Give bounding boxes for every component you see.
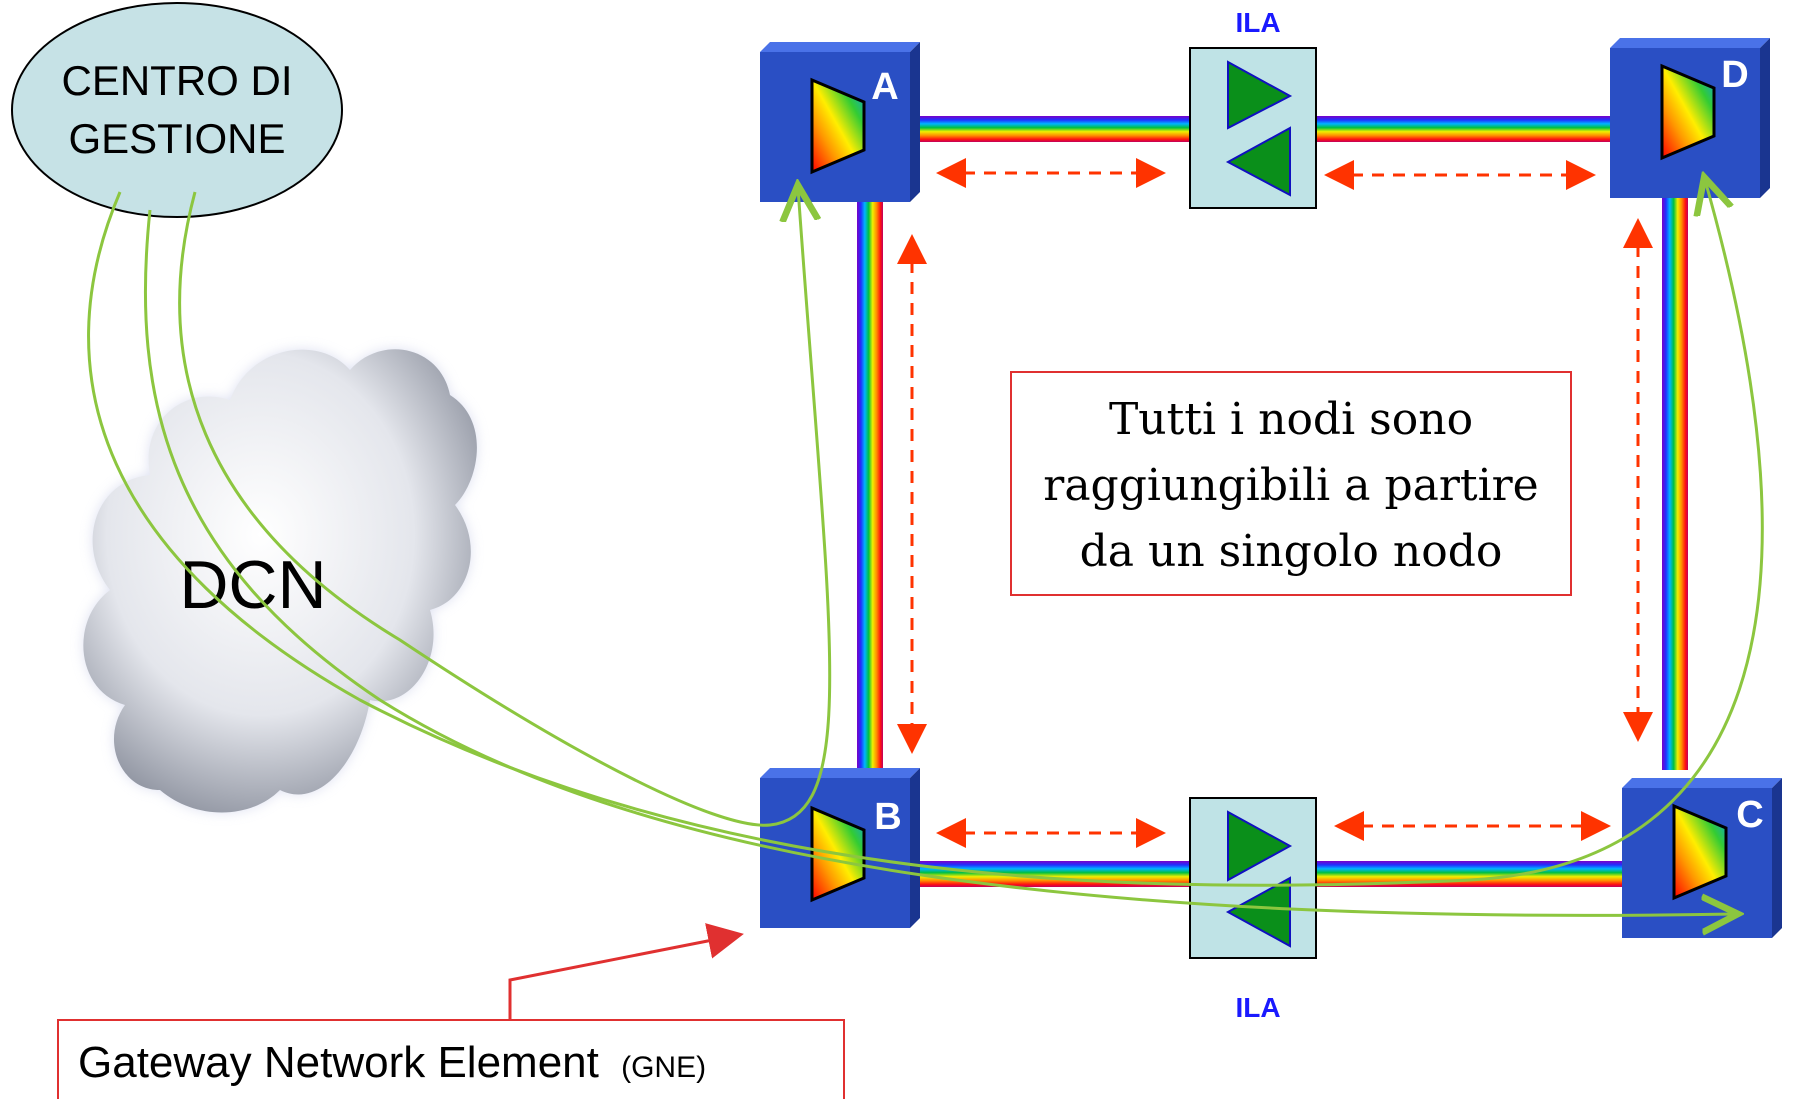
path-to-node-c [143,209,1735,915]
info-box: Tutti i nodi sono raggiungibili a partir… [1010,371,1572,596]
gne-pointer-line [508,923,744,1020]
node-a-label: A [871,66,898,108]
info-box-line3: da un singolo nodo [1080,526,1503,577]
ila-bottom-label: ILA [1235,992,1280,1023]
node-d-label: D [1721,54,1748,96]
node-b-label: B [874,796,901,838]
gne-main-text: Gateway Network Element [78,1038,599,1087]
node-d[interactable]: D [1610,38,1770,198]
gne-abbrev-text: (GNE) [621,1051,706,1084]
ila-top[interactable]: ILA [1189,7,1317,209]
ila-top-label: ILA [1235,7,1280,38]
management-paths [87,180,1764,915]
path-to-node-a [178,188,832,827]
management-center-line1: CENTRO DI [62,57,293,104]
supervisory-links [897,158,1653,848]
gne-callout: Gateway Network Element (GNE) [57,923,845,1099]
ila-bottom[interactable]: ILA [1189,797,1317,1023]
management-center-line2: GESTIONE [68,115,285,162]
node-c-label: C [1736,794,1763,836]
info-box-line2: raggiungibili a partire [1043,460,1538,511]
node-b[interactable]: B [760,768,920,928]
gne-box-text: Gateway Network Element (GNE) [78,1038,706,1087]
node-a[interactable]: A [760,42,920,202]
info-box-line1: Tutti i nodi sono [1109,394,1473,445]
node-c[interactable]: C [1622,778,1782,938]
path-to-node-d [87,180,1764,887]
management-center[interactable]: CENTRO DI GESTIONE [11,2,343,218]
fiber-d-c [1662,190,1688,770]
fiber-a-b [857,200,883,770]
dcn-cloud: DCN [83,349,477,813]
